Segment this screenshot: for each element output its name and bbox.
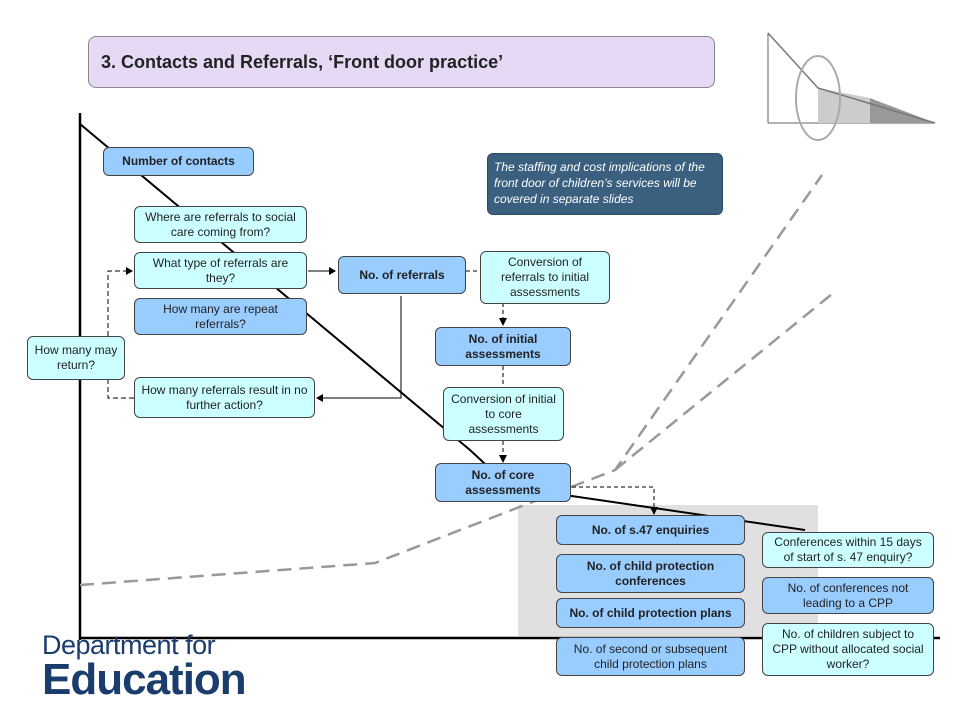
dfe-logo: Department for Education — [42, 630, 247, 704]
what-type-box: What type of referrals are they? — [134, 252, 307, 289]
connector-nfa-return — [107, 270, 134, 399]
logo-line-2: Education — [42, 655, 247, 704]
connector-referrals-nfa — [318, 296, 402, 399]
dashed-trend-1 — [79, 174, 824, 587]
conferences-not-cpp-box: No. of conferences not leading to a CPP — [762, 577, 934, 614]
cp-plans-box: No. of child protection plans — [556, 598, 745, 628]
number-of-contacts-box: Number of contacts — [103, 147, 254, 176]
conversion-initial-box: Conversion of referrals to initial asses… — [480, 251, 610, 304]
second-cp-plans-box: No. of second or subsequent child protec… — [556, 637, 745, 676]
no-core-box: No. of core assessments — [435, 463, 571, 502]
cp-conferences-box: No. of child protection conferences — [556, 554, 745, 593]
conferences-15-days-box: Conferences within 15 days of start of s… — [762, 532, 934, 568]
repeat-referrals-box: How many are repeat referrals? — [134, 298, 307, 335]
no-initial-box: No. of initial assessments — [435, 327, 571, 366]
s47-box: No. of s.47 enquiries — [556, 515, 745, 545]
connector-core-s47 — [572, 486, 655, 512]
children-no-social-worker-box: No. of children subject to CPP without a… — [762, 623, 934, 676]
no-further-action-box: How many referrals result in no further … — [134, 377, 315, 418]
slide-title: 3. Contacts and Referrals, ‘Front door p… — [88, 36, 715, 88]
no-referrals-box: No. of referrals — [338, 256, 466, 294]
staffing-note: The staffing and cost implications of th… — [487, 153, 723, 215]
how-many-return-box: How many may return? — [27, 336, 125, 380]
where-referrals-box: Where are referrals to social care comin… — [134, 206, 307, 243]
logo-line-1: Department for — [42, 630, 216, 660]
conversion-core-box: Conversion of initial to core assessment… — [443, 387, 564, 441]
dashed-trend-2 — [614, 293, 833, 471]
thumbnail-graph — [767, 32, 936, 141]
